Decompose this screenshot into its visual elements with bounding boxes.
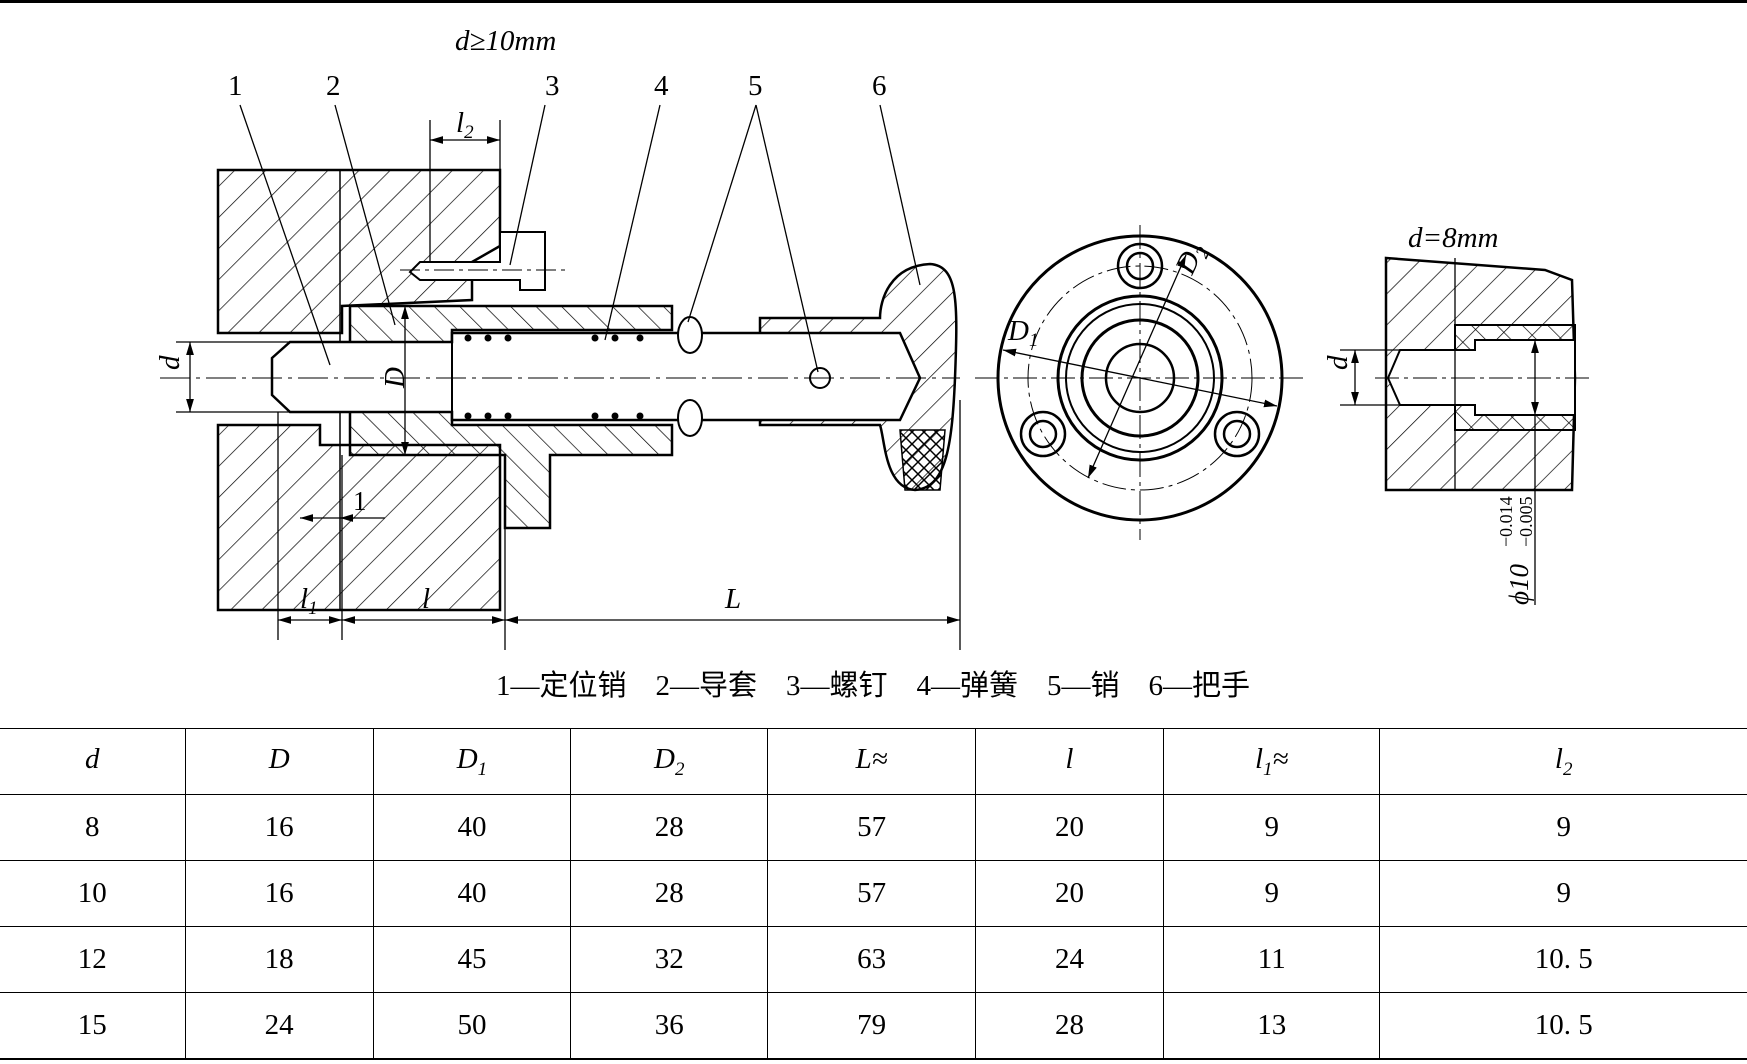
callout-5: 5 (748, 70, 763, 102)
note-d-min: d≥10mm (455, 25, 556, 57)
table-cell: 63 (767, 926, 976, 993)
table-cell: 50 (372, 992, 571, 1060)
screw (408, 231, 546, 291)
table-cell: 10. 5 (1379, 992, 1747, 1060)
column-header: D (184, 728, 374, 795)
column-header: l2 (1379, 728, 1747, 795)
callout-4: 4 (654, 70, 669, 102)
table-row: 15 24 50 36 79 28 13 10. 5 (0, 992, 1747, 1060)
table-cell: 8 (0, 794, 186, 861)
assembly-section-view: d≥10mm 1 2 3 4 5 6 d D l2 1 l1 l L (154, 25, 961, 650)
table-cell: 24 (974, 926, 1164, 993)
dim-1: 1 (353, 486, 367, 516)
table-cell: 9 (1163, 794, 1380, 861)
callout-2: 2 (326, 70, 341, 102)
table-cell: 20 (974, 794, 1164, 861)
dim-l: l (422, 583, 430, 615)
table-cell: 20 (974, 860, 1164, 927)
dim-D: D (379, 367, 411, 389)
table-cell: 57 (767, 860, 976, 927)
end-view: D1 D2 (975, 225, 1305, 540)
table-cell: 18 (184, 926, 374, 993)
column-header: L≈ (767, 728, 976, 795)
table-header-row: d D D1 D2 L≈ l l1≈ l2 (0, 728, 1747, 795)
dim-l1: l1 (300, 583, 318, 619)
dimension-table: d D D1 D2 L≈ l l1≈ l2 8 16 40 28 57 20 9… (0, 728, 1747, 1060)
table-cell: 28 (570, 860, 768, 927)
dim-D2: D2 (1169, 237, 1215, 281)
table-cell: 11 (1163, 926, 1380, 993)
tolerance-upper: −0.014 (1496, 496, 1516, 547)
small-pin-detail-view: d=8mm d ϕ10 −0.014 −0.005 (1322, 222, 1590, 605)
table-cell: 24 (184, 992, 374, 1060)
table-row: 12 18 45 32 63 24 11 10. 5 (0, 926, 1747, 993)
table-cell: 28 (974, 992, 1164, 1060)
callout-3: 3 (545, 70, 560, 102)
table-cell: 12 (0, 926, 186, 993)
table-cell: 9 (1163, 860, 1380, 927)
tolerance-diameter: ϕ10 (1504, 564, 1534, 605)
table-cell: 40 (372, 794, 571, 861)
dim-l2: l2 (456, 107, 474, 143)
dim-d: d (154, 355, 186, 370)
table-cell: 9 (1379, 860, 1747, 927)
table-cell: 32 (570, 926, 768, 993)
column-header: D1 (372, 728, 571, 795)
spring (464, 334, 644, 420)
table-cell: 16 (184, 860, 374, 927)
table-cell: 10 (0, 860, 186, 927)
dim-D1: D1 (1007, 315, 1038, 351)
column-header: d (0, 728, 186, 795)
table-cell: 79 (767, 992, 976, 1060)
note-d-8: d=8mm (1408, 222, 1498, 254)
table-cell: 36 (570, 992, 768, 1060)
column-header: D2 (570, 728, 768, 795)
callout-6: 6 (872, 70, 887, 102)
table-cell: 57 (767, 794, 976, 861)
table-cell: 45 (372, 926, 571, 993)
table-cell: 28 (570, 794, 768, 861)
column-header: l (974, 728, 1164, 795)
dim-d-small: d (1322, 355, 1354, 370)
table-cell: 40 (372, 860, 571, 927)
parts-caption: 1—定位销 2—导套 3—螺钉 4—弹簧 5—销 6—把手 (496, 669, 1250, 702)
table-row: 10 16 40 28 57 20 9 9 (0, 860, 1747, 927)
callout-1: 1 (228, 70, 243, 102)
table-cell: 15 (0, 992, 186, 1060)
table-cell: 10. 5 (1379, 926, 1747, 993)
table-cell: 16 (184, 794, 374, 861)
table-cell: 13 (1163, 992, 1380, 1060)
engineering-drawing: d≥10mm 1 2 3 4 5 6 d D l2 1 l1 l L D1 D2 (0, 0, 1747, 702)
tolerance-lower: −0.005 (1516, 496, 1536, 547)
dim-L: L (724, 583, 741, 615)
table-row: 8 16 40 28 57 20 9 9 (0, 794, 1747, 861)
column-header: l1≈ (1163, 728, 1380, 795)
table-cell: 9 (1379, 794, 1747, 861)
